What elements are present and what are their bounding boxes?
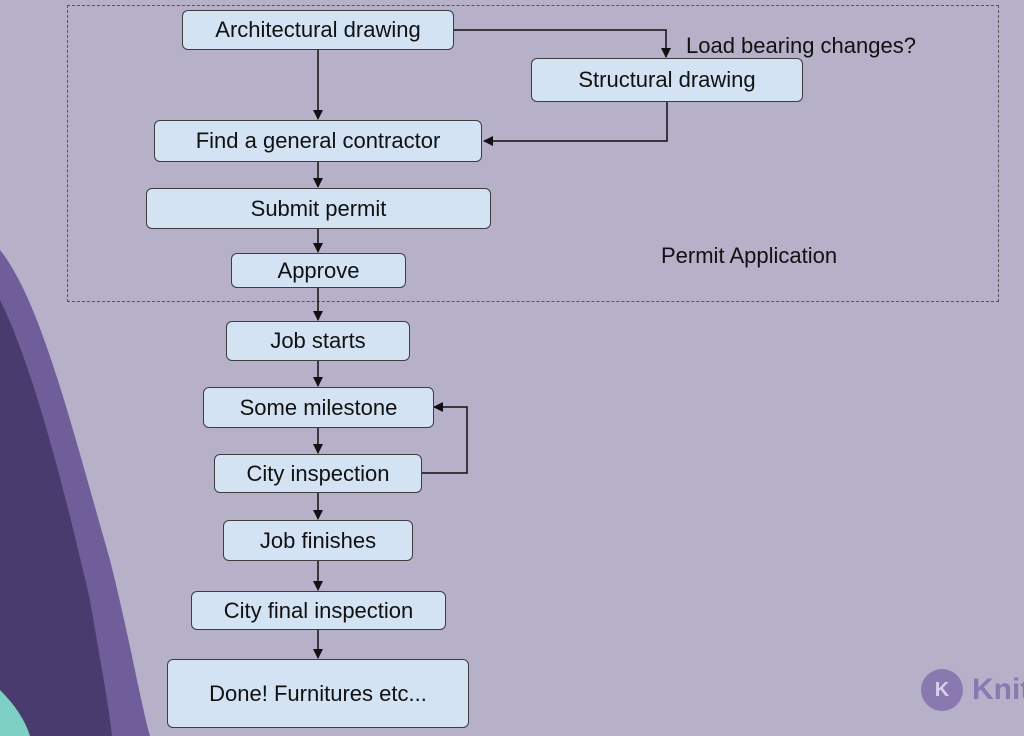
- node-job-starts: Job starts: [226, 321, 410, 361]
- node-done: Done! Furnitures etc...: [167, 659, 469, 728]
- edge-label-load-bearing: Load bearing changes?: [686, 33, 916, 58]
- node-approve: Approve: [231, 253, 406, 288]
- node-architectural-drawing: Architectural drawing: [182, 10, 454, 50]
- group-label: Permit Application: [661, 243, 838, 268]
- node-city-final-inspection: City final inspection: [191, 591, 446, 630]
- node-some-milestone: Some milestone: [203, 387, 434, 428]
- permit-application-group: [67, 5, 999, 302]
- node-find-general-contractor: Find a general contractor: [154, 120, 482, 162]
- node-job-finishes: Job finishes: [223, 520, 413, 561]
- node-city-inspection: City inspection: [214, 454, 422, 493]
- node-structural-drawing: Structural drawing: [531, 58, 803, 102]
- knit-logo-icon: K: [921, 669, 963, 711]
- node-submit-permit: Submit permit: [146, 188, 491, 229]
- knit-logo-text: Knit: [972, 673, 1024, 706]
- side-dark-shape: [0, 300, 112, 736]
- knit-logo: K Knit: [921, 667, 1024, 713]
- side-teal-shape: [0, 690, 30, 736]
